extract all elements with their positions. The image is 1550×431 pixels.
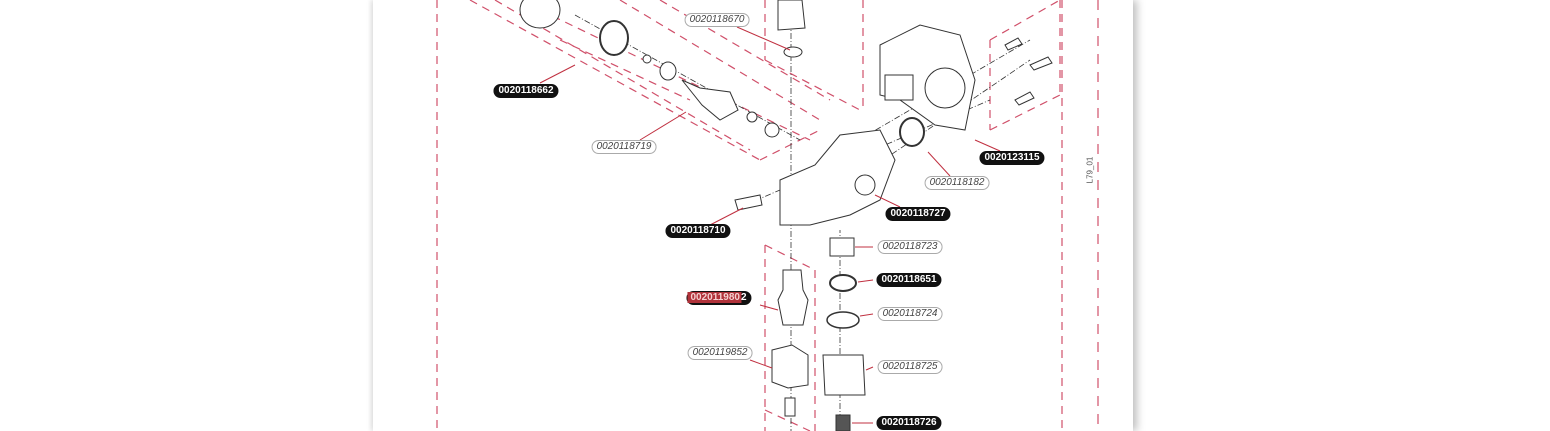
- part-label-0020118723[interactable]: 0020118723: [877, 240, 943, 254]
- part-oring-left: [599, 20, 629, 56]
- part-label-0020118182[interactable]: 0020118182: [924, 176, 990, 190]
- part-label-0020118719[interactable]: 0020118719: [591, 140, 657, 154]
- part-label-0020119802[interactable]: 0020119802: [686, 291, 752, 305]
- part-screw-1: [1004, 37, 1023, 51]
- part-label-0020118727[interactable]: 0020118727: [885, 207, 951, 221]
- drawing-code: L79_01: [1085, 156, 1095, 184]
- part-label-0020119852[interactable]: 0020119852: [687, 346, 753, 360]
- part-washer-small: [642, 54, 652, 64]
- part-washer: [659, 61, 677, 81]
- part-label-0020118710[interactable]: 0020118710: [665, 224, 731, 238]
- part-bracket: [884, 74, 914, 101]
- leader-lines: [539, 26, 1001, 424]
- part-label-suffix: 2: [740, 292, 747, 303]
- part-label-0020118726[interactable]: 0020118726: [876, 416, 942, 430]
- part-washer-3: [764, 122, 780, 138]
- part-shaft: [835, 414, 851, 431]
- document-page: [373, 0, 1133, 431]
- part-label-0020118651[interactable]: 0020118651: [876, 273, 942, 287]
- part-nut-top: [777, 0, 806, 31]
- part-label-0020118725[interactable]: 0020118725: [877, 360, 943, 374]
- part-seal: [829, 274, 857, 292]
- part-label-0020118662[interactable]: 0020118662: [493, 84, 559, 98]
- part-oring: [826, 311, 860, 329]
- part-impeller: [681, 79, 739, 121]
- part-housing-port: [924, 67, 966, 109]
- part-screw-bottom: [784, 397, 796, 417]
- part-bushing: [829, 237, 855, 257]
- part-sensor: [777, 269, 809, 326]
- part-screw-3: [1014, 91, 1035, 106]
- part-connector: [771, 344, 809, 389]
- part-label-0020118724[interactable]: 0020118724: [877, 307, 943, 321]
- parts: [519, 0, 1053, 431]
- part-screw-2: [1029, 56, 1053, 71]
- part-nut-fitting: [822, 354, 866, 396]
- part-pump-body: [779, 129, 896, 226]
- part-screw-side: [734, 194, 763, 211]
- part-nut-top-left: [519, 0, 561, 29]
- part-oring-right: [899, 117, 925, 147]
- part-body-port: [854, 174, 876, 196]
- part-label-0020123115[interactable]: 0020123115: [979, 151, 1045, 165]
- search-highlight: 002011980: [687, 292, 741, 303]
- part-label-0020118670[interactable]: 0020118670: [684, 13, 750, 27]
- part-washer-small-2: [746, 111, 758, 123]
